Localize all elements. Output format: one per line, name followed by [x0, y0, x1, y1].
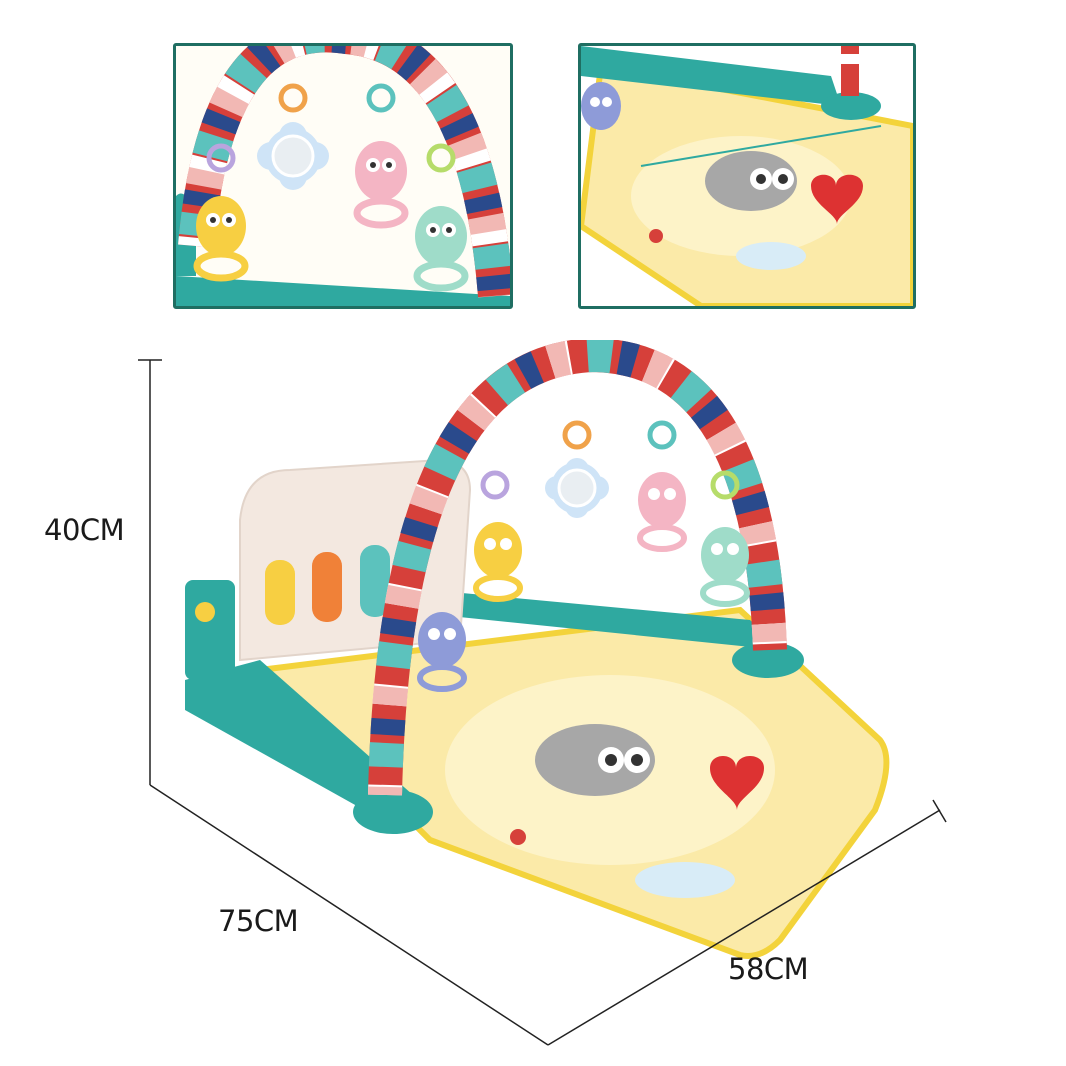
play-mat-closeup-image	[581, 46, 913, 306]
mat-owl-print	[535, 724, 655, 796]
mat-heart-print	[710, 756, 764, 810]
length-dimension-label: 75CM	[218, 904, 299, 938]
yellow-owl-toy	[473, 522, 523, 602]
arch-toys-closeup-inset	[173, 43, 513, 309]
mint-owl-toy	[700, 527, 750, 607]
arch-toys-closeup-image	[176, 46, 510, 306]
height-dimension-label: 40CM	[44, 513, 125, 547]
piano-key-orange	[312, 552, 342, 622]
pink-owl-toy	[637, 472, 687, 552]
play-arch	[368, 340, 787, 796]
mirror-toy	[545, 458, 609, 518]
purple-owl-toy	[417, 612, 467, 692]
play-mat-closeup-inset	[578, 43, 916, 309]
piano-key-yellow	[265, 560, 295, 625]
piano-key-teal	[360, 545, 390, 617]
width-dimension-label: 58CM	[728, 952, 809, 986]
back-base-rail	[430, 590, 780, 650]
